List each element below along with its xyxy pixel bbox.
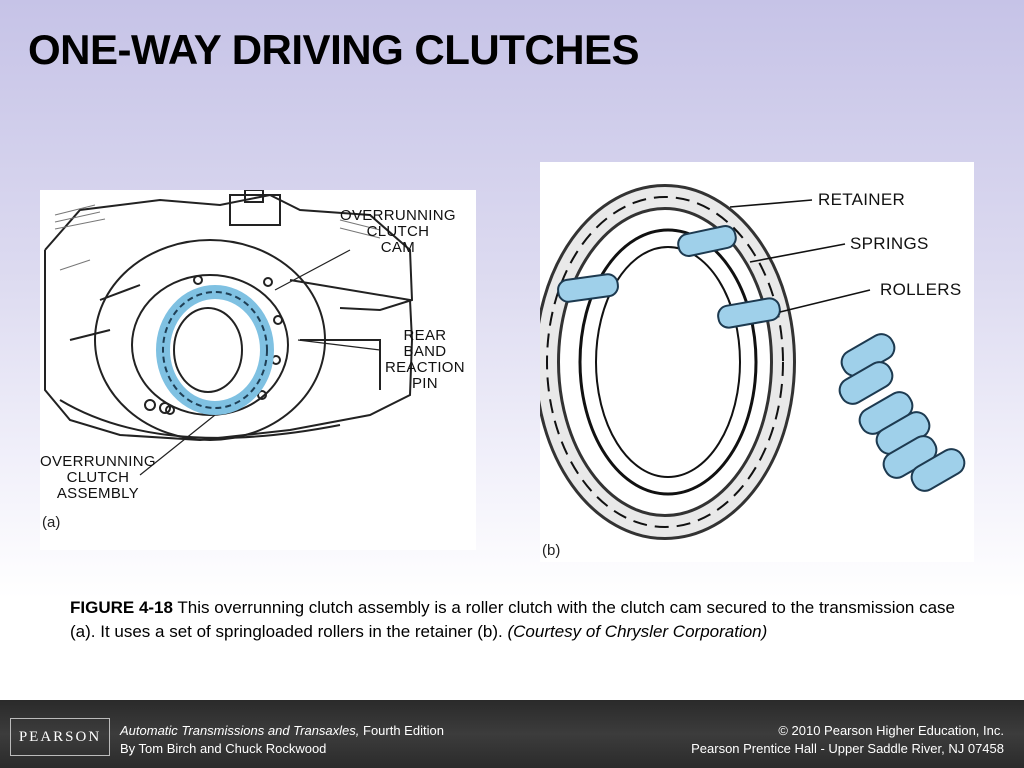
- label-pin-line-3: REACTION: [385, 359, 465, 376]
- footer-book-info: Automatic Transmissions and Transaxles, …: [120, 722, 444, 758]
- label-assembly-line-1: OVERRUNNING: [40, 453, 156, 470]
- pearson-logo: PEARSON: [10, 718, 110, 756]
- figure-caption: FIGURE 4-18 This overrunning clutch asse…: [70, 596, 960, 644]
- footer-publisher-info: © 2010 Pearson Higher Education, Inc. Pe…: [691, 722, 1004, 758]
- roller-clutch-illustration: [534, 184, 966, 540]
- label-assembly-line-3: ASSEMBLY: [56, 485, 139, 502]
- label-rollers: ROLLERS: [880, 280, 962, 299]
- label-cam-line-3: CAM: [380, 239, 416, 256]
- label-pin-line-2: BAND: [403, 343, 447, 360]
- label-overrunning-clutch-cam: OVERRUNNING CLUTCH CAM: [340, 208, 456, 256]
- copyright-text: © 2010 Pearson Higher Education, Inc.: [778, 723, 1004, 738]
- book-title: Automatic Transmissions and Transaxles,: [120, 723, 360, 738]
- label-pin-line-1: REAR: [403, 327, 447, 344]
- publisher-text: Pearson Prentice Hall - Upper Saddle Riv…: [691, 741, 1004, 756]
- label-rear-band-reaction-pin: REAR BAND REACTION PIN: [385, 328, 465, 392]
- label-assembly-line-2: CLUTCH: [66, 469, 130, 486]
- caption-text: This overrunning clutch assembly is a ro…: [70, 598, 956, 641]
- caption-credit: (Courtesy of Chrysler Corporation): [507, 622, 768, 641]
- label-overrunning-clutch-assembly: OVERRUNNING CLUTCH ASSEMBLY: [40, 454, 156, 502]
- figure-b-roller-clutch: RETAINER SPRINGS ROLLERS: [534, 162, 974, 562]
- label-cam-line-2: CLUTCH: [366, 223, 430, 240]
- figure-number: FIGURE 4-18: [70, 598, 173, 617]
- slide-title: ONE-WAY DRIVING CLUTCHES: [28, 26, 640, 73]
- label-pin-line-4: PIN: [412, 375, 438, 392]
- label-cam-line-1: OVERRUNNING: [340, 207, 456, 224]
- label-springs: SPRINGS: [850, 234, 929, 253]
- book-authors: By Tom Birch and Chuck Rockwood: [120, 741, 327, 756]
- transmission-case-illustration: [44, 189, 414, 476]
- figure-a-transmission-case: OVERRUNNING CLUTCH CAM REAR BAND REACTIO…: [40, 189, 476, 550]
- footer-bar: PEARSON Automatic Transmissions and Tran…: [0, 700, 1024, 768]
- book-edition: Fourth Edition: [359, 723, 444, 738]
- panel-label-a: (a): [42, 514, 61, 531]
- label-retainer: RETAINER: [818, 190, 906, 209]
- panel-label-b: (b): [542, 542, 561, 559]
